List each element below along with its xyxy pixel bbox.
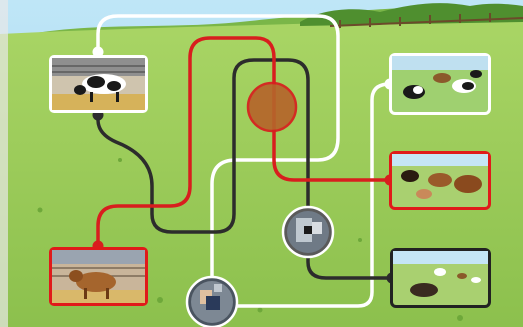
card-herd-red[interactable]	[389, 151, 491, 210]
red-path[interactable]	[96, 36, 392, 248]
horses-grazing-icon	[410, 268, 481, 297]
card-calf-pen[interactable]	[49, 247, 148, 306]
black-path[interactable]	[96, 58, 394, 280]
left-edge	[0, 0, 8, 327]
grass-tufts	[37, 158, 463, 321]
brown-calf-icon	[69, 270, 116, 299]
card-herd-black[interactable]	[390, 248, 491, 308]
fence-posts	[339, 13, 491, 28]
card-cow-barn[interactable]	[49, 55, 148, 113]
barn-rails-icon	[52, 65, 145, 73]
white-path[interactable]	[96, 14, 392, 308]
dairy-cow-icon	[74, 74, 126, 102]
person-medallion-icon[interactable]	[185, 275, 239, 327]
connector-white-left[interactable]	[92, 46, 104, 58]
cow-herd-icon	[403, 70, 482, 99]
card-herd-white[interactable]	[389, 53, 491, 115]
cow-face-medallion-icon[interactable]	[281, 205, 335, 259]
brown-blocker-icon[interactable]	[246, 81, 298, 133]
brown-cow-herd-icon	[401, 170, 482, 199]
